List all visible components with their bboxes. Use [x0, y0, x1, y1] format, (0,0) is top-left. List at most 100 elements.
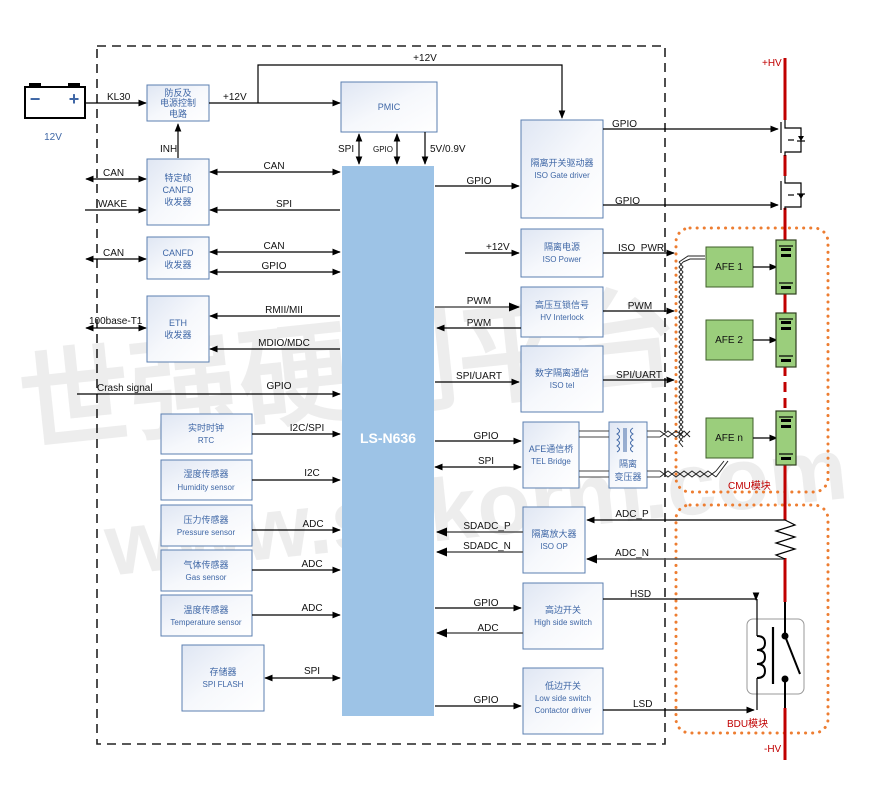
can-ext2-signal: CAN — [103, 248, 124, 259]
adc-n-signal: ADC_N — [615, 548, 649, 559]
rtc-label-1: 实时时钟 — [188, 422, 224, 433]
pressure-label-2: Pressure sensor — [177, 528, 236, 537]
gas-label-2: Gas sensor — [186, 573, 227, 582]
bridge-gpio-signal: GPIO — [473, 431, 498, 442]
iso-power-block — [520, 228, 604, 278]
eth-label-1: ETH — [169, 318, 187, 328]
pressure-block — [160, 504, 253, 547]
cmu-module-outline — [674, 226, 830, 494]
tel-bridge-label-1: AFE通信桥 — [529, 443, 574, 454]
flash-label-2: SPI FLASH — [203, 680, 244, 689]
wake-signal: WAKE — [98, 199, 127, 210]
temperature-signal: ADC — [301, 603, 322, 614]
canfd-special-label-1: 特定帧 — [164, 172, 191, 183]
gate-in-signal: GPIO — [466, 176, 491, 187]
gate-driver-label-2: ISO Gate driver — [534, 171, 590, 180]
cmu-module-label: CMU模块 — [728, 480, 771, 492]
gpio-mcu2-signal: GPIO — [261, 261, 286, 272]
flash-signal: SPI — [304, 666, 320, 677]
hsd-adc-signal: ADC — [477, 623, 498, 634]
kl30-signal: KL30 — [107, 92, 131, 103]
humidity-block — [160, 459, 253, 501]
eth-block — [146, 295, 210, 363]
humidity-signal: I2C — [304, 468, 320, 479]
pwm-in-signal: PWM — [467, 296, 491, 307]
pmic-5v-signal: 5V/0.9V — [430, 144, 466, 155]
humidity-label-2: Humidity sensor — [177, 483, 235, 492]
humidity-label-1: 湿度传感器 — [183, 468, 228, 479]
plus-icon: + — [69, 89, 80, 109]
isopwr-in-signal: +12V — [486, 242, 510, 253]
lsd-gpio-signal: GPIO — [473, 695, 498, 706]
iso-tel-label-1: 数字隔离通信 — [535, 367, 589, 378]
flash-block — [181, 644, 265, 712]
temperature-label-1: 温度传感器 — [183, 604, 228, 615]
canfd-label-1: CANFD — [163, 248, 194, 258]
v12-signal: +12V — [223, 92, 247, 103]
pmic-gpio-signal: GPIO — [373, 145, 393, 154]
afe-1-block — [705, 246, 754, 288]
temperature-label-2: Temperature sensor — [170, 618, 241, 627]
rtc-signal: I2C/SPI — [290, 423, 324, 434]
gas-label-1: 气体传感器 — [183, 559, 228, 570]
mdio-signal: MDIO/MDC — [258, 338, 310, 349]
afe-2-block — [705, 319, 754, 361]
pmic-block — [340, 81, 438, 133]
iso-op-label-1: 隔离放大器 — [531, 528, 576, 539]
cell-stack-2-icon — [775, 312, 797, 368]
can-mcu1-signal: CAN — [263, 161, 284, 172]
canfd-block — [146, 236, 210, 280]
spi-mcu1-signal: SPI — [276, 199, 292, 210]
shunt-resistor-icon — [774, 519, 797, 560]
iso-op-label-2: ISO OP — [540, 542, 568, 551]
canfd-special-label-3: 收发器 — [164, 196, 191, 207]
lsd-block — [522, 667, 604, 735]
temperature-block — [160, 594, 253, 637]
canfd-label-2: 收发器 — [164, 259, 191, 270]
afe-n-label: AFE n — [715, 433, 743, 444]
canfd-special-block — [146, 158, 210, 226]
adc-p-signal: ADC_P — [615, 509, 649, 520]
hsd-label-1: 高边开关 — [545, 604, 581, 615]
can-ext1-signal: CAN — [103, 168, 124, 179]
tel-out-signal: SPI/UART — [616, 370, 662, 381]
hsd-out-signal: HSD — [630, 589, 651, 600]
iso-op-block — [522, 506, 586, 574]
pwm-out-signal: PWM — [628, 301, 652, 312]
mcu-label: LS-N636 — [360, 430, 416, 446]
bridge-spi-signal: SPI — [478, 456, 494, 467]
protection-label-3: 电路 — [169, 108, 187, 119]
mcu-block — [342, 166, 434, 716]
canfd-special-label-2: CANFD — [163, 185, 194, 195]
rtc-block — [160, 413, 253, 455]
afe-1-label: AFE 1 — [715, 262, 743, 273]
gate-driver-label-1: 隔离开关驱动器 — [530, 157, 593, 168]
iso-tel-label-2: ISO tel — [550, 381, 575, 390]
pos-hv-label: +HV — [762, 58, 782, 69]
v12-top-signal: +12V — [413, 53, 437, 64]
pmic-label: PMIC — [378, 102, 401, 112]
controller-boundary — [96, 45, 666, 745]
lsd-label-1: 低边开关 — [545, 680, 581, 691]
lsd-label-3: Contactor driver — [535, 706, 592, 715]
eth-label-2: 收发器 — [164, 329, 191, 340]
tel-bridge-label-2: TEL Bridge — [531, 457, 571, 466]
hsd-label-2: High side switch — [534, 618, 592, 627]
protection-block — [146, 84, 210, 122]
rtc-label-2: RTC — [198, 436, 215, 445]
afe-2-label: AFE 2 — [715, 335, 743, 346]
iso-tel-block — [520, 345, 604, 413]
inh-signal: INH — [160, 144, 177, 155]
transformer-label-2: 变压器 — [614, 471, 641, 482]
tel-bridge-block — [522, 421, 580, 489]
transformer-coil-icon — [616, 427, 634, 453]
iso-power-label-1: 隔离电源 — [544, 241, 580, 252]
cell-stack-n-icon — [775, 410, 797, 466]
tel-in-signal: SPI/UART — [456, 371, 502, 382]
hv-interlock-label-1: 高压互锁信号 — [535, 299, 589, 310]
iso-power-label-2: ISO Power — [543, 255, 582, 264]
sdadc-p-signal: SDADC_P — [463, 521, 511, 532]
afe-n-block — [705, 417, 754, 459]
bridge-transformer-links — [579, 430, 660, 478]
pressure-signal: ADC — [302, 519, 323, 530]
